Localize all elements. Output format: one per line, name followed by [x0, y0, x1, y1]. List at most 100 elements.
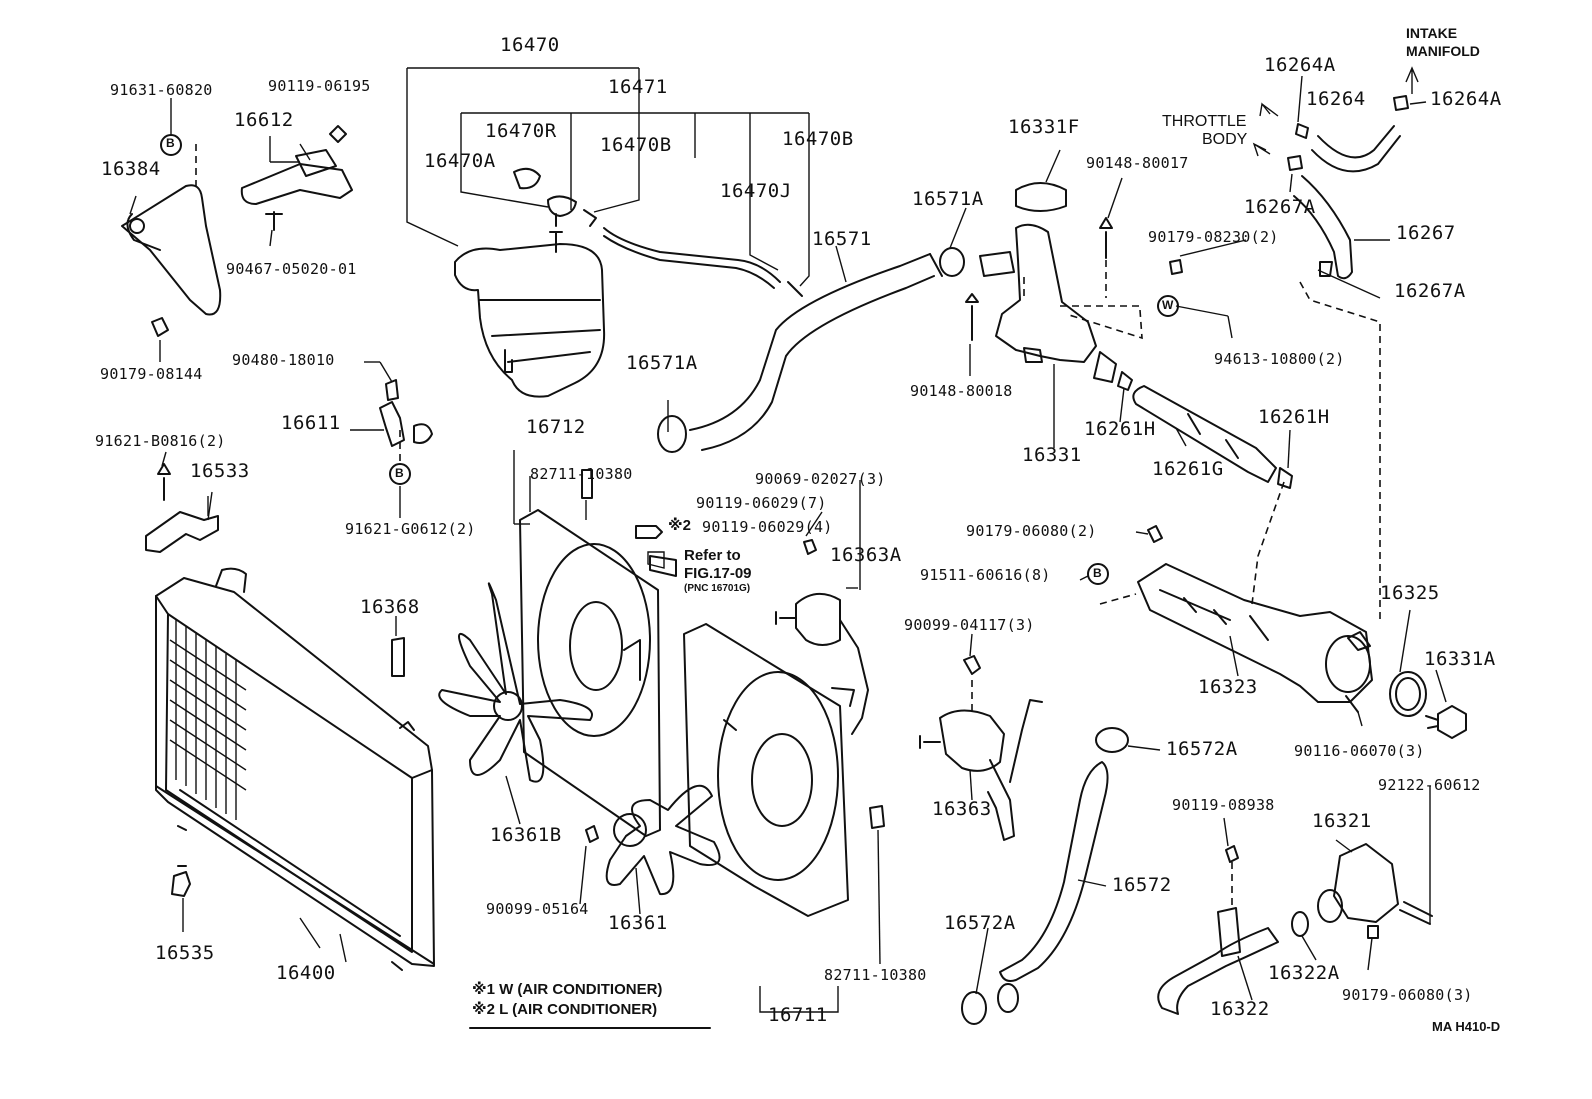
label-16331: 16331 — [1022, 444, 1082, 466]
label-16572: 16572 — [1112, 874, 1172, 896]
label-16384: 16384 — [101, 158, 161, 180]
washer-b-mid-letter: B — [395, 466, 404, 480]
label-16611: 16611 — [281, 412, 341, 434]
label-16470a: 16470A — [424, 150, 496, 172]
label-16264a-1: 16264A — [1264, 54, 1336, 76]
label-16361b: 16361B — [490, 824, 562, 846]
label-16572a-1: 16572A — [1166, 738, 1238, 760]
label-16267a-2: 16267A — [1394, 280, 1466, 302]
label-16331f: 16331F — [1008, 116, 1080, 138]
legend-line-1: ※1 W (AIR CONDITIONER) — [472, 981, 663, 998]
label-16571a-2: 16571A — [626, 352, 698, 374]
thermostat-16331A — [1425, 705, 1467, 739]
stud-90116 — [1345, 695, 1359, 713]
radiator — [155, 567, 435, 971]
refer-flag — [649, 555, 677, 577]
label-90179-06080-2: 90179-06080(2) — [966, 522, 1097, 540]
label-90148-80018: 90148-80018 — [910, 382, 1013, 400]
label-16261h-2: 16261H — [1258, 406, 1330, 428]
label-16712: 16712 — [526, 416, 586, 438]
label-90119-06195: 90119-06195 — [268, 77, 371, 95]
label-90148-80017: 90148-80017 — [1086, 154, 1189, 172]
label-16267: 16267 — [1396, 222, 1456, 244]
label-16261g: 16261G — [1152, 458, 1224, 480]
gasket-w-letter: W — [1162, 298, 1174, 312]
label-16470j: 16470J — [720, 180, 792, 202]
label-16361: 16361 — [608, 912, 668, 934]
bracket-16612 — [240, 125, 353, 231]
label-90069-02027: 90069-02027(3) — [755, 470, 886, 488]
fan-motor-16363A — [775, 587, 869, 735]
label-16535: 16535 — [155, 942, 215, 964]
refer-line3: (PNC 16701G) — [684, 583, 751, 594]
label-90099-04117: 90099-04117(3) — [904, 616, 1035, 634]
label-16325: 16325 — [1380, 582, 1440, 604]
label-90099-05164: 90099-05164 — [486, 900, 589, 918]
label-90119-08938: 90119-08938 — [1172, 796, 1275, 814]
label-16470b-1: 16470B — [600, 134, 672, 156]
gasket-16325 — [1389, 609, 1427, 717]
label-91511-60616: 91511-60616(8) — [920, 566, 1051, 584]
fan-bolts — [581, 469, 885, 843]
washer-b-91511 — [1087, 563, 1109, 585]
label-16612: 16612 — [234, 109, 294, 131]
label-16470: 16470 — [500, 34, 560, 56]
label-92122-60612: 92122-60612 — [1378, 776, 1481, 794]
callout-intake-1: INTAKE — [1406, 25, 1458, 41]
label-16571: 16571 — [812, 228, 872, 250]
label-16572a-2: 16572A — [944, 912, 1016, 934]
throttle-hoses — [1251, 66, 1419, 624]
label-90179-08230: 90179-08230(2) — [1148, 228, 1279, 246]
refer-line1: Refer to — [684, 547, 741, 564]
water-inlet-housing — [1099, 563, 1373, 703]
upper-hose — [657, 247, 965, 453]
bypass-hose — [1117, 371, 1293, 489]
bolt-91621-b0816 — [157, 463, 171, 501]
reservoir-cap-parts — [513, 167, 597, 227]
water-inlet-housing-16321 — [1317, 786, 1433, 939]
label-16400: 16400 — [276, 962, 336, 984]
label-16261h-1: 16261H — [1084, 418, 1156, 440]
drain-cock-16535 — [171, 865, 191, 932]
label-16264a-2: 16264A — [1430, 88, 1502, 110]
bracket-16611 — [350, 361, 433, 518]
label-16368: 16368 — [360, 596, 420, 618]
bracket-16533 — [145, 496, 219, 553]
label-16533: 16533 — [190, 460, 250, 482]
label-90480-18010: 90480-18010 — [232, 351, 335, 369]
label-16363: 16363 — [932, 798, 992, 820]
clip-90179-06080 — [1135, 525, 1163, 543]
label-16470r: 16470R — [485, 120, 557, 142]
label-16323: 16323 — [1198, 676, 1258, 698]
label-16267a-1: 16267A — [1244, 196, 1316, 218]
label-16711: 16711 — [768, 1004, 828, 1026]
callout-throttle-1: THROTTLE — [1162, 113, 1247, 130]
label-90467-05020-01: 90467-05020-01 — [226, 260, 357, 278]
overflow-hose — [603, 227, 781, 289]
label-16264: 16264 — [1306, 88, 1366, 110]
label-90179-06080-3: 90179-06080(3) — [1342, 986, 1473, 1004]
clip-16368 — [391, 616, 405, 677]
label-16321: 16321 — [1312, 810, 1372, 832]
label-91631-60820: 91631-60820 — [110, 81, 213, 99]
label-82711-10380-1: 82711-10380 — [530, 465, 633, 483]
reservoir-leader-lines — [406, 67, 810, 287]
callout-throttle-2: BODY — [1202, 131, 1248, 148]
fan-16361B — [438, 582, 593, 783]
washer-b-top — [160, 98, 182, 156]
label-94613-10800: 94613-10800(2) — [1214, 350, 1345, 368]
callout-intake-2: MANIFOLD — [1406, 43, 1480, 59]
reservoir-tank — [454, 231, 606, 398]
label-90179-08144: 90179-08144 — [100, 365, 203, 383]
bolts-90148 — [965, 217, 1113, 341]
figure-code: MA H410-D — [1432, 1019, 1501, 1034]
water-outlet — [979, 182, 1144, 383]
label-91621-g0612: 91621-G0612(2) — [345, 520, 476, 538]
overflow-hose-clip — [787, 281, 803, 297]
label-82711-10380-2: 82711-10380 — [824, 966, 927, 984]
water-inlet-pipe — [1157, 845, 1309, 1015]
washer-b-top-letter: B — [166, 136, 175, 150]
label-16363a: 16363A — [830, 544, 902, 566]
